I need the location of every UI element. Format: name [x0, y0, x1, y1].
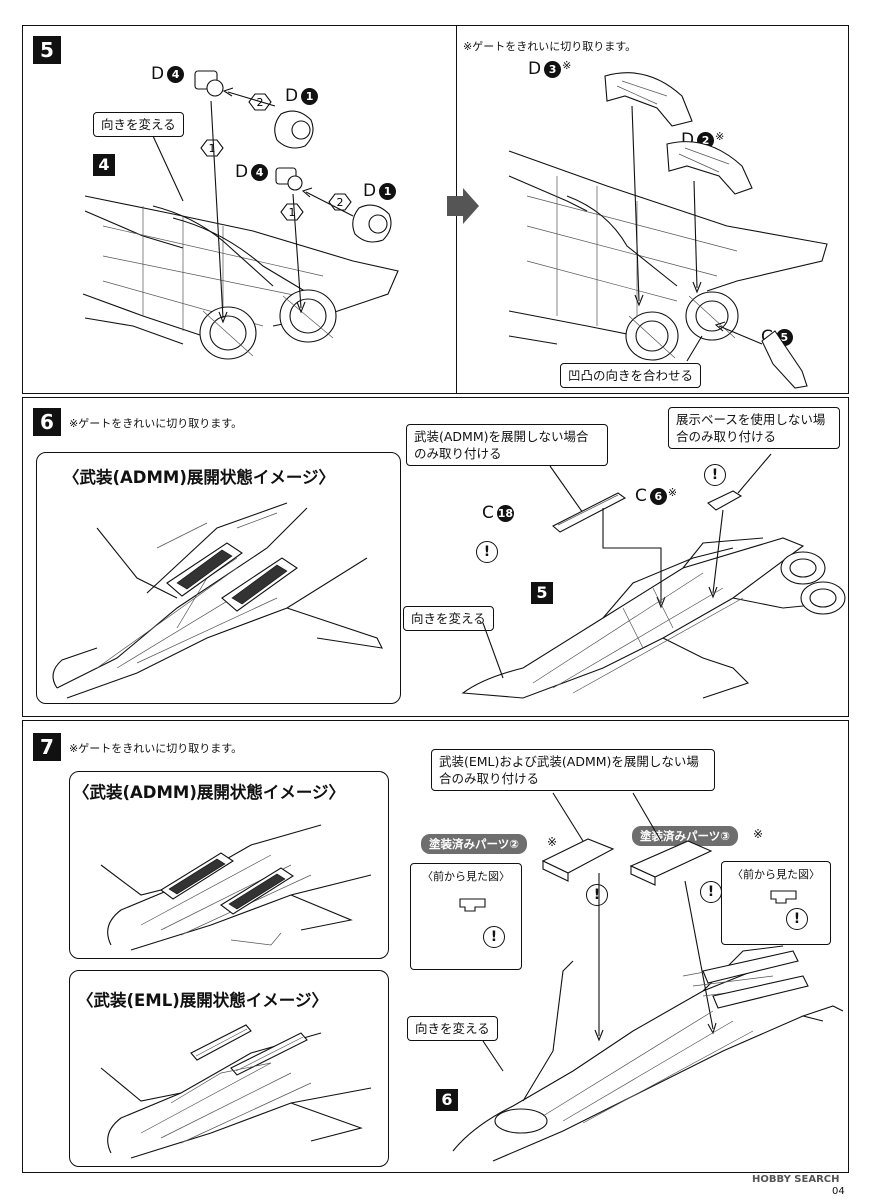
caution-icon: !	[786, 908, 808, 930]
front-view-box-left: 〈前から見た図〉	[410, 863, 522, 970]
step-number: 6	[33, 408, 61, 436]
step-7-panel: 7 ※ゲートをきれいに切り取ります。 〈武装(ADMM)展開状態イメージ〉 〈武…	[22, 720, 849, 1173]
painted-part-2-mark: ※	[547, 835, 558, 849]
svg-text:1: 1	[209, 142, 216, 155]
svg-text:2: 2	[257, 96, 264, 109]
painted-part-2-tag: 塗装済みパーツ②	[421, 834, 528, 854]
caution-icon: !	[476, 541, 498, 563]
align-direction-callout: 凹凸の向きを合わせる	[560, 363, 702, 388]
page-number: 04	[832, 1186, 845, 1197]
step-number: 7	[33, 733, 61, 761]
painted-part-3-mark: ※	[753, 827, 764, 841]
gate-note: ※ゲートをきれいに切り取ります。	[463, 40, 637, 53]
caution-icon: !	[586, 884, 608, 906]
eml-admm-callout: 武装(EML)および武装(ADMM)を展開しない場合のみ取り付ける	[431, 749, 715, 791]
ref-step-badge: 6	[436, 1089, 458, 1111]
admm-deployed-title: 〈武装(ADMM)展開状態イメージ〉	[63, 468, 336, 487]
aircraft-rear-illustration	[82, 70, 399, 360]
admm-deployed-illustration	[52, 502, 383, 699]
admm-deployed-title: 〈武装(ADMM)展開状態イメージ〉	[73, 783, 346, 802]
aircraft-front-illustration	[452, 792, 844, 1162]
admm-callout: 武装(ADMM)を展開しない場合のみ取り付ける	[406, 424, 608, 466]
watermark: HOBBY SEARCH	[752, 1174, 840, 1185]
front-view-box-right: 〈前から見た図〉	[721, 861, 831, 945]
display-base-callout: 展示ベースを使用しない場合のみ取り付ける	[668, 407, 840, 449]
next-arrow-icon	[447, 188, 479, 224]
front-view-title: 〈前から見た図〉	[732, 868, 820, 881]
caution-icon: !	[700, 881, 722, 903]
turn-direction-callout: 向きを変える	[403, 606, 494, 631]
eml-deployed-illustration	[100, 1024, 372, 1159]
admm-deployed-image-box	[36, 452, 401, 704]
turn-direction-callout: 向きを変える	[407, 1016, 498, 1041]
ref-step-badge: 4	[93, 154, 115, 176]
gate-note: ※ゲートをきれいに切り取ります。	[69, 742, 243, 755]
ref-step-badge: 5	[531, 582, 553, 604]
painted-part-3-tag: 塗装済みパーツ③	[632, 826, 739, 846]
step-number: 5	[33, 36, 61, 64]
gate-note: ※ゲートをきれいに切り取ります。	[69, 417, 243, 430]
eml-deployed-title: 〈武装(EML)展開状態イメージ〉	[77, 991, 328, 1010]
aircraft-rear-assembled-illustration	[508, 72, 828, 389]
front-view-title: 〈前から見た図〉	[422, 870, 510, 883]
aircraft-top-illustration	[461, 453, 846, 699]
svg-text:2: 2	[337, 196, 344, 209]
caution-icon: !	[704, 464, 726, 486]
svg-text:1: 1	[289, 206, 296, 219]
admm-deployed-image-box	[69, 771, 389, 959]
step-6-panel: 6 ※ゲートをきれいに切り取ります。 〈武装(ADMM)展開状態イメージ〉 武装…	[22, 397, 849, 717]
turn-direction-callout: 向きを変える	[93, 112, 184, 137]
caution-icon: !	[483, 926, 505, 948]
eml-deployed-image-box	[69, 970, 389, 1167]
admm-deployed-illustration	[100, 824, 372, 951]
